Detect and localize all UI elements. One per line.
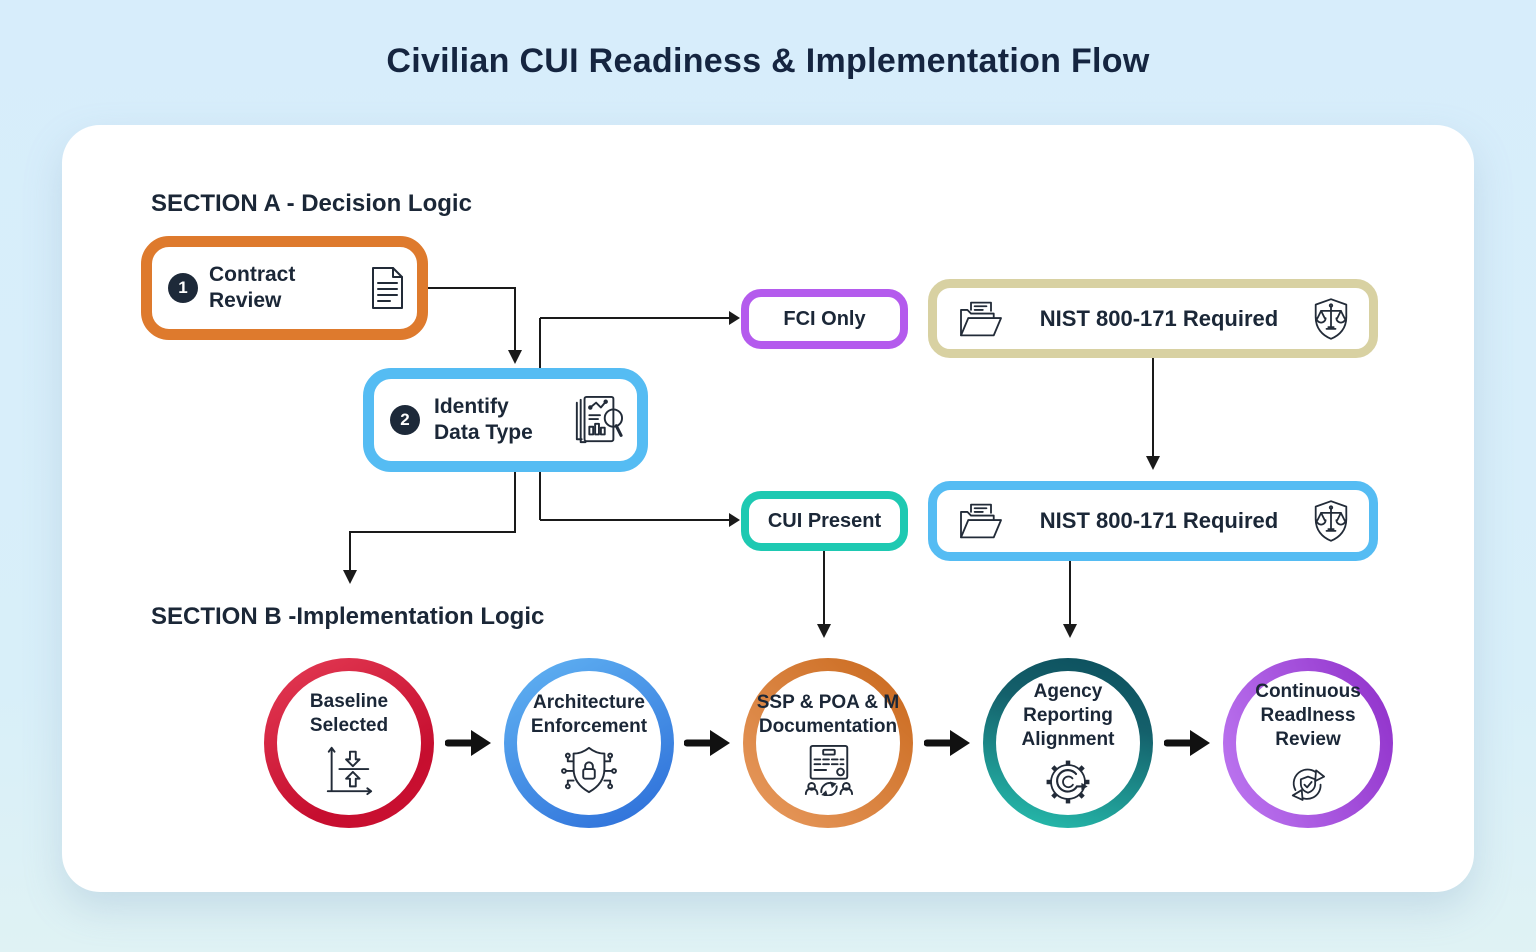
step-label-line1: Continuous: [1255, 680, 1361, 702]
step-agency-reporting-alignment: Agency Reporting Alignment: [983, 658, 1153, 828]
node-label: Identify Data Type: [434, 394, 557, 446]
step-label-line2: Reporting: [1023, 704, 1113, 726]
step-content: Agency Reporting Alignment: [996, 671, 1140, 815]
section-b-heading: SECTION B -Implementation Logic: [151, 603, 545, 630]
node-fci-only: FCI Only: [741, 289, 908, 349]
node-label: NIST 800-171 Required: [1039, 508, 1279, 533]
step-architecture-enforcement: Architecture Enforcement: [504, 658, 674, 828]
step-label-line3: Review: [1275, 728, 1341, 750]
node-contract-review: 1 Contract Review: [141, 236, 428, 340]
step-content: Continuous Readlness Review: [1236, 671, 1380, 815]
node-label-line1: Identify: [434, 395, 509, 418]
node-label: FCI Only: [783, 307, 866, 330]
baseline-axis-icon: [326, 746, 373, 795]
open-folder-icon: [960, 301, 1002, 336]
report-search-icon: [575, 395, 623, 444]
step-label-line3: Alignment: [1021, 728, 1115, 750]
document-icon: [372, 267, 403, 309]
step-label-line2: Selected: [309, 714, 389, 736]
step-label-line1: Agency: [1033, 680, 1103, 702]
node-label: Contract Review: [209, 263, 296, 312]
shield-lock-circuit-icon: [561, 746, 617, 793]
step-label-line1: Architecture: [533, 691, 645, 713]
scales-shield-icon: [1314, 297, 1348, 340]
step-baseline-selected: Baseline Selected: [264, 658, 434, 828]
section-a-heading: SECTION A - Decision Logic: [151, 190, 472, 217]
step-number-badge: 1: [168, 273, 198, 303]
scales-shield-icon: [1314, 500, 1348, 542]
cycle-shield-check-icon: [1291, 768, 1326, 801]
node-identify-data-type: 2 Identify Data Type: [363, 368, 648, 472]
node-label: NIST 800-171 Required: [1039, 305, 1279, 331]
big-arrow-icon: [1164, 730, 1210, 756]
step-ssp-poam-documentation: SSP & POA & M Documentation: [743, 658, 913, 828]
gear-sync-arrow-icon: [1046, 760, 1090, 803]
step-content: Baseline Selected: [277, 671, 421, 815]
certificate-team-cycle-icon: [804, 744, 854, 796]
step-label-line2: Readlness: [1260, 704, 1356, 726]
step-number-badge: 2: [390, 405, 420, 435]
step-content: Architecture Enforcement: [517, 671, 661, 815]
step-content: SSP & POA & M Documentation: [756, 671, 900, 815]
page-title: Civilian CUI Readiness & Implementation …: [386, 42, 1150, 80]
big-arrow-icon: [684, 730, 730, 756]
big-arrow-icon: [445, 730, 491, 756]
open-folder-icon: [960, 503, 1002, 539]
step-continuous-readiness-review: Continuous Readlness Review: [1223, 658, 1393, 828]
node-cui-present: CUI Present: [741, 491, 908, 551]
node-nist-800-171-bottom: NIST 800-171 Required: [928, 481, 1378, 561]
node-nist-800-171-top: NIST 800-171 Required: [928, 279, 1378, 358]
node-label-line2: Data Type: [434, 421, 533, 444]
step-label-line1: Baseline: [309, 690, 389, 712]
step-label-line1: SSP & POA & M: [756, 691, 900, 713]
step-label-line2: Documentation: [758, 715, 898, 737]
node-label: CUI Present: [767, 509, 882, 532]
big-arrow-icon: [924, 730, 970, 756]
step-label-line2: Enforcement: [530, 715, 648, 737]
